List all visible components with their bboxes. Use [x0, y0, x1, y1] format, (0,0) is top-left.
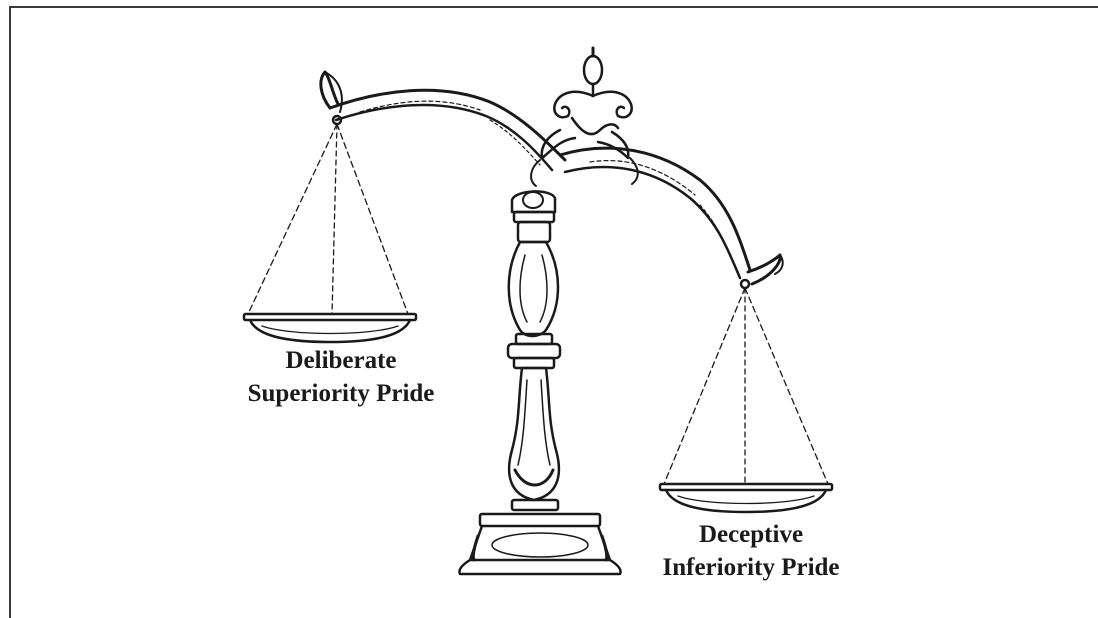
right-pan-label-line1: Deceptive — [636, 518, 866, 551]
right-pan-label: Deceptive Inferiority Pride — [636, 518, 866, 584]
scale-base — [459, 514, 620, 574]
left-pan-label-line2: Superiority Pride — [226, 377, 456, 410]
left-pan-label: Deliberate Superiority Pride — [226, 344, 456, 410]
left-pan — [244, 124, 416, 342]
right-pan-label-line2: Inferiority Pride — [636, 551, 866, 584]
left-pan-label-line1: Deliberate — [226, 344, 456, 377]
scale-pillar — [508, 191, 560, 510]
right-pan — [660, 288, 832, 512]
